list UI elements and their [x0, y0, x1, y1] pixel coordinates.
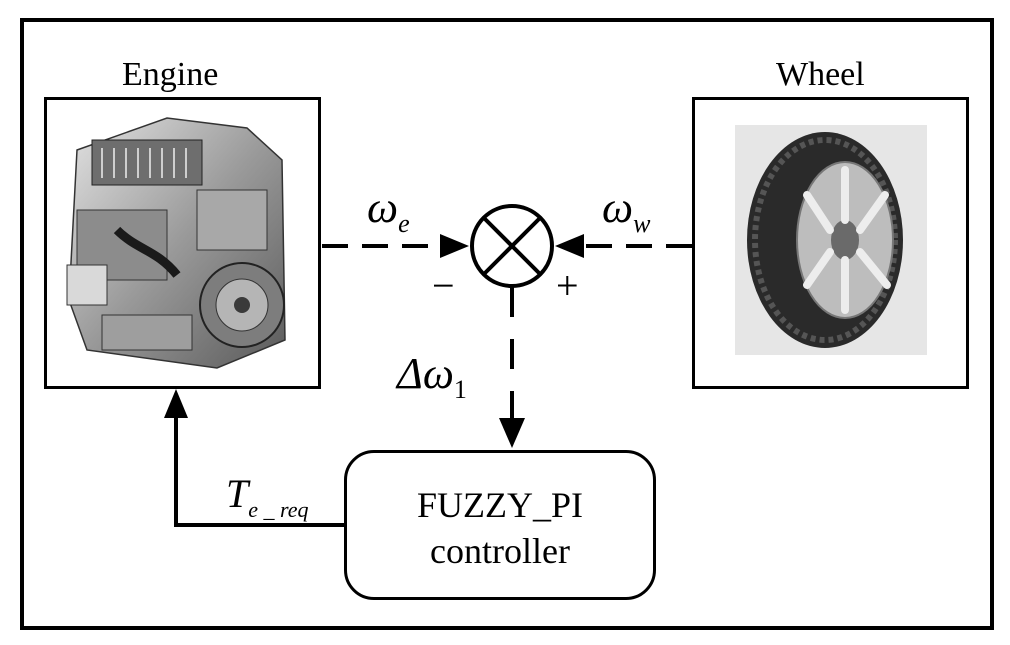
fuzzy-pi-controller-box: FUZZY_PI controller	[344, 450, 656, 600]
omega-e-arrowhead	[440, 234, 469, 258]
controller-title: FUZZY_PI	[416, 485, 583, 525]
minus-sign: −	[432, 263, 455, 308]
controller-subtitle: controller	[430, 531, 570, 571]
omega-w-arrowhead	[555, 234, 584, 258]
wheel-image	[735, 125, 927, 355]
wheel-box	[692, 97, 969, 389]
omega-w-label: ωw	[602, 183, 651, 238]
torque-request-label: Te _ req	[226, 471, 309, 522]
diagram-frame	[20, 18, 994, 630]
omega-e-label: ωe	[367, 183, 410, 238]
delta-omega-arrowhead	[499, 418, 525, 448]
torque-arrowhead	[164, 389, 188, 418]
engine-image	[66, 117, 286, 369]
plus-sign: +	[556, 263, 579, 308]
controller-to-engine-wire	[174, 414, 344, 527]
delta-omega-label: Δω1	[397, 349, 467, 404]
wheel-label: Wheel	[776, 56, 865, 93]
engine-label: Engine	[122, 56, 219, 93]
engine-box	[44, 97, 321, 389]
